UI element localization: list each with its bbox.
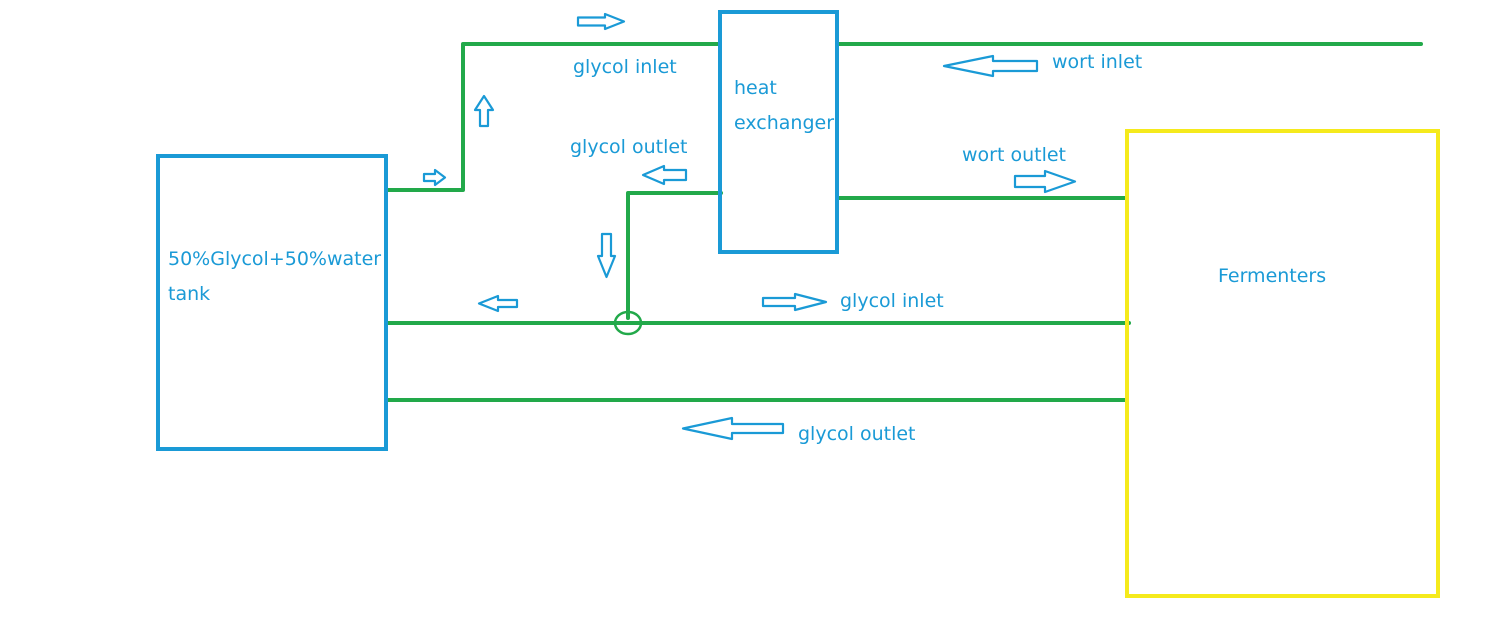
pipe-junction-icon [613,310,643,336]
arrow-left-icon [477,294,519,313]
arrow-left-icon [641,164,688,186]
hx-wort-inlet-label: wort inlet [1052,51,1142,73]
heat-exchanger-label-line2: exchanger [734,112,834,134]
fermenter-glycol-inlet-label: glycol inlet [840,290,944,312]
pipe-tank-to-hx-glycol-inlet [385,42,721,192]
hx-wort-outlet-label: wort outlet [962,144,1066,166]
arrow-right-icon [422,168,447,187]
arrow-left-icon [681,416,785,441]
tank-label-line2: tank [168,283,210,305]
arrow-right-icon [1013,169,1077,194]
flow-arrows [422,12,1077,441]
arrow-left-icon [942,54,1039,78]
fermenters-label: Fermenters [1218,265,1326,287]
arrow-up-icon [473,94,495,128]
fermenters-box [1125,129,1440,598]
arrow-right-icon [576,12,626,31]
hx-glycol-inlet-label: glycol inlet [573,56,677,78]
tank-box [156,154,388,451]
hx-glycol-outlet-label: glycol outlet [570,136,688,158]
tank-label-line1: 50%Glycol+50%water [168,248,381,270]
heat-exchanger-box [718,10,839,254]
labels: 50%Glycol+50%water tank heat exchanger F… [168,51,1326,445]
pipe-hx-glycol-outlet-to-junction [626,191,723,320]
heat-exchanger-label-line1: heat [734,77,777,99]
pipes [385,42,1423,402]
arrow-right-icon [761,292,828,312]
arrow-down-icon [596,232,617,279]
fermenter-glycol-outlet-label: glycol outlet [798,423,916,445]
